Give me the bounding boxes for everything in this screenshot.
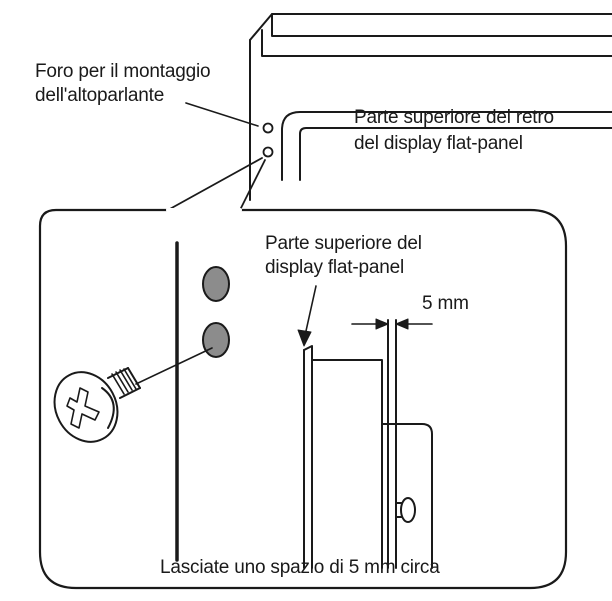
mount-hole-lower: [262, 146, 274, 158]
display-rail-inner: [261, 29, 612, 57]
screw-head-side: [101, 387, 115, 429]
panel-front-bevel: [303, 345, 313, 569]
callout-wedge-right: [239, 159, 266, 211]
display-top-rail: [271, 13, 612, 37]
screw-insertion-line: [135, 347, 213, 385]
detail-hole-upper: [202, 266, 230, 302]
speaker-bracket: [387, 319, 397, 569]
screw-tip: [127, 367, 141, 389]
panel-top-arrowhead: [297, 329, 312, 347]
mount-hole-label-line1: Foro per il montaggio: [35, 61, 211, 82]
display-rear-top-view: [249, 13, 612, 201]
callout-wedge-left: [167, 157, 263, 211]
gap-dimension-marker: [351, 318, 433, 330]
panel-top-label-line1: Parte superiore del: [265, 233, 422, 254]
mount-hole-label-line2: dell'altoparlante: [35, 85, 165, 106]
panel-body: [311, 359, 383, 569]
rear-top-label-line2: del display flat-panel: [354, 133, 523, 154]
panel-side-profile: [303, 319, 433, 569]
dim-arrow-left-head: [375, 318, 389, 330]
instruction-caption: Lasciate uno spazio di 5 mm circa: [160, 557, 440, 578]
screw-thread: [111, 368, 137, 395]
dim-arrow-right-head: [395, 318, 409, 330]
gap-dimension-label: 5 mm: [422, 293, 469, 314]
panel-back-step: [381, 423, 433, 569]
panel-top-label-line2: display flat-panel: [265, 257, 404, 278]
detail-hole-lower: [202, 322, 230, 358]
screw-cross-slot: [66, 387, 100, 429]
mount-hole-upper: [262, 122, 274, 134]
display-back-recess-inner: [299, 127, 612, 181]
mounting-screw: [53, 367, 141, 443]
screw-knob: [400, 497, 416, 523]
display-back-recess: [281, 111, 612, 181]
mount-hole-leader: [185, 102, 259, 127]
rear-top-label-line1: Parte superiore del retro: [354, 107, 554, 128]
